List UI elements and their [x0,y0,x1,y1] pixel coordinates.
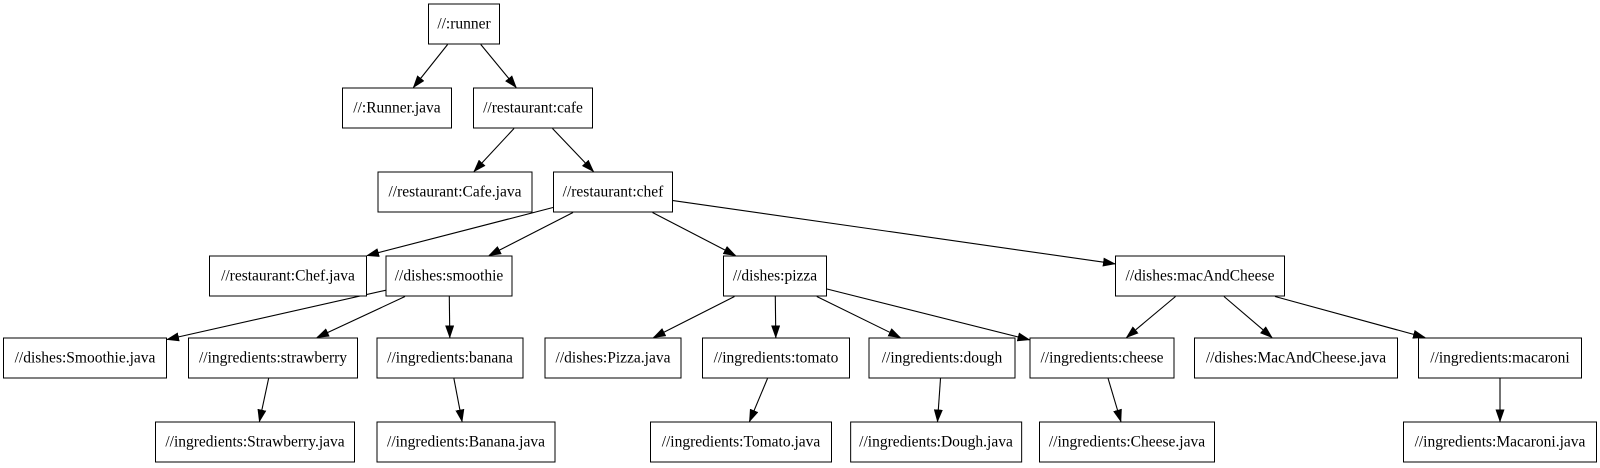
edge-smoothie-to-strawberry [316,296,406,338]
graph-node-banana_java: //ingredients:Banana.java [376,421,556,463]
edge-chef-to-chef_java [366,206,554,257]
graph-node-runner: //:runner [428,3,500,45]
edge-runner-to-cafe [480,44,517,89]
edge-chef-to-smoothie [488,212,574,256]
graph-node-pizza: //dishes:pizza [723,255,827,297]
graph-node-tomato: //ingredients:tomato [702,337,850,379]
graph-node-dough: //ingredients:dough [868,337,1016,379]
edge-smoothie-to-banana [445,296,455,339]
graph-node-runner_java: //:Runner.java [342,87,452,129]
edge-pizza-to-cheese [826,288,1031,342]
graph-node-macaroni_java: //ingredients:Macaroni.java [1403,421,1597,463]
edge-cheese-to-cheese_java [1107,378,1122,423]
edge-cafe-to-chef [552,128,595,173]
edge-cafe-to-cafe_java [473,128,515,173]
graph-node-cheese: //ingredients:cheese [1029,337,1175,379]
graph-node-dough_java: //ingredients:Dough.java [850,421,1022,463]
graph-node-chef_java: //restaurant:Chef.java [209,255,367,297]
graph-node-cafe: //restaurant:cafe [473,87,593,129]
edge-banana-to-banana_java [453,378,465,423]
edge-mac_and_cheese-to-mac_and_cheese_java [1223,296,1273,339]
edge-pizza-to-pizza_java [652,296,735,338]
edge-pizza-to-tomato [771,296,781,339]
graph-node-strawberry_java: //ingredients:Strawberry.java [155,421,355,463]
graph-node-cheese_java: //ingredients:Cheese.java [1039,421,1215,463]
graph-node-banana: //ingredients:banana [376,337,524,379]
edge-dough-to-dough_java [933,378,943,423]
edge-chef-to-pizza [652,212,737,256]
edge-pizza-to-dough [816,296,902,338]
graph-node-chef: //restaurant:chef [553,171,673,213]
edge-runner-to-runner_java [412,44,449,89]
graph-node-tomato_java: //ingredients:Tomato.java [650,421,832,463]
edge-strawberry-to-strawberry_java [257,378,270,423]
graph-node-pizza_java: //dishes:Pizza.java [544,337,682,379]
graph-node-smoothie: //dishes:smoothie [385,255,513,297]
edge-mac_and_cheese-to-cheese [1125,296,1176,339]
graph-node-macaroni: //ingredients:macaroni [1418,337,1582,379]
edge-chef-to-mac_and_cheese [672,200,1116,267]
edge-tomato-to-tomato_java [748,378,769,423]
graph-node-strawberry: //ingredients:strawberry [188,337,358,379]
graph-node-smoothie_java: //dishes:Smoothie.java [3,337,167,379]
graph-node-cafe_java: //restaurant:Cafe.java [377,171,533,213]
edge-mac_and_cheese-to-macaroni [1274,295,1426,339]
edge-smoothie-to-smoothie_java [166,289,386,342]
graph-node-mac_and_cheese: //dishes:macAndCheese [1115,255,1285,297]
graph-node-mac_and_cheese_java: //dishes:MacAndCheese.java [1194,337,1398,379]
